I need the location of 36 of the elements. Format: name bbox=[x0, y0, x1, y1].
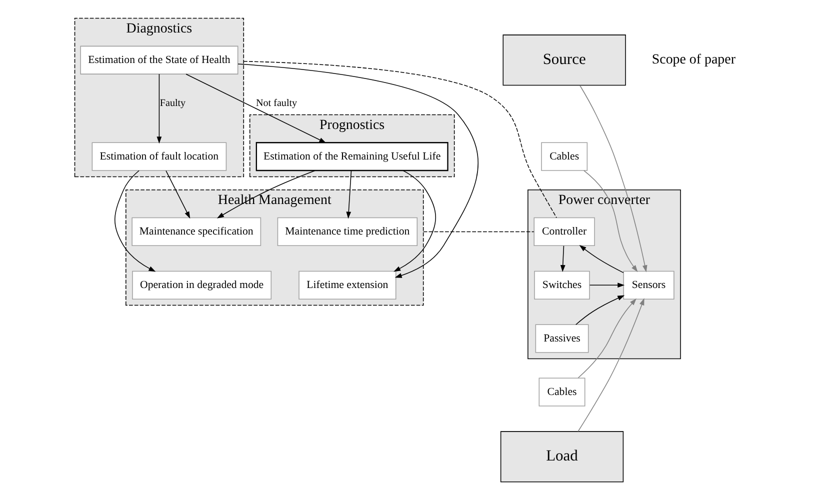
arrow bbox=[156, 73, 162, 144]
node-box: Load bbox=[500, 430, 624, 482]
node-box: Source bbox=[502, 34, 626, 86]
arrow bbox=[560, 244, 566, 272]
arrow bbox=[584, 170, 638, 272]
arrow bbox=[346, 170, 352, 218]
arrow bbox=[578, 298, 636, 378]
node-box: Maintenance time prediction bbox=[277, 216, 418, 246]
connector bbox=[243, 60, 557, 218]
node-box: Passives bbox=[535, 324, 589, 352]
arrow bbox=[238, 63, 478, 278]
node-box: Controller bbox=[534, 216, 595, 246]
arrow bbox=[166, 170, 190, 218]
arrow bbox=[186, 73, 326, 143]
edge-label: Faulty bbox=[160, 97, 186, 108]
arrow bbox=[589, 282, 625, 288]
node-box: Estimation of the State of Health bbox=[80, 45, 238, 74]
node-box: Cables bbox=[538, 377, 586, 406]
arrow bbox=[394, 170, 436, 272]
arrow bbox=[216, 170, 316, 218]
node-box: Cables bbox=[541, 142, 588, 170]
edge-label: Not faulty bbox=[256, 97, 298, 108]
node-box: Estimation of the Remaining Useful Life bbox=[256, 142, 448, 171]
node-box: Operation in degraded mode bbox=[132, 270, 272, 299]
arrow bbox=[575, 294, 625, 325]
label: Scope of paper bbox=[652, 52, 736, 68]
connector bbox=[422, 230, 534, 232]
arrow bbox=[579, 244, 624, 273]
arrow bbox=[114, 170, 156, 272]
node-box: Estimation of fault location bbox=[92, 142, 227, 170]
arrow bbox=[578, 298, 644, 432]
node-box: Sensors bbox=[623, 270, 674, 299]
arrow bbox=[580, 84, 648, 272]
node-box: Maintenance specification bbox=[132, 216, 262, 246]
node-box: Lifetime extension bbox=[298, 270, 396, 299]
node-box: Switches bbox=[534, 270, 590, 299]
